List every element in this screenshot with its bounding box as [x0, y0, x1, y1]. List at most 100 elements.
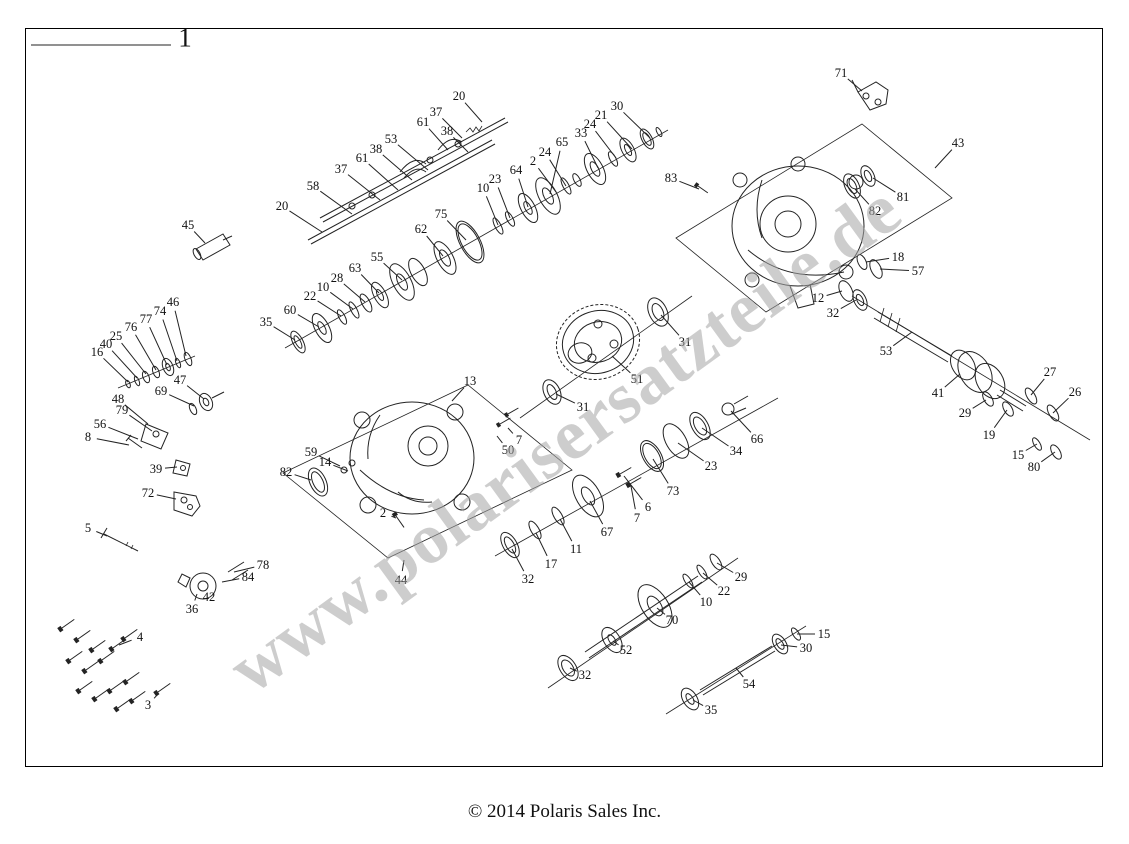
callout-label: 64: [509, 162, 523, 177]
callout-label: 35: [259, 314, 273, 329]
callout-label: 77: [139, 311, 153, 326]
callout-label: 29: [958, 405, 972, 420]
callout-label: 20: [452, 88, 466, 103]
callout-label: 52: [619, 642, 633, 657]
callout-label: 82: [279, 464, 293, 479]
callout-label: 37: [334, 161, 348, 176]
callout-label: 37: [429, 104, 443, 119]
callout-label: 35: [704, 702, 718, 717]
callout-label: 21: [594, 107, 608, 122]
callout-label: 19: [982, 427, 996, 442]
callout-label: 2: [379, 505, 387, 520]
diagram-border-frame: [25, 28, 1103, 767]
callout-label: 61: [416, 114, 430, 129]
callout-label: 76: [124, 319, 138, 334]
callout-label: 32: [826, 305, 840, 320]
callout-label: 48: [111, 391, 125, 406]
callout-label: 75: [434, 206, 448, 221]
callout-label: 10: [699, 594, 713, 609]
callout-label: 25: [109, 328, 123, 343]
callout-label: 11: [569, 541, 583, 556]
callout-label: 31: [678, 334, 692, 349]
callout-label: 57: [911, 263, 925, 278]
callout-label: 15: [817, 626, 831, 641]
callout-label: 38: [369, 141, 383, 156]
callout-label: 83: [664, 170, 678, 185]
callout-label: 8: [84, 429, 92, 444]
callout-label: 24: [538, 144, 552, 159]
callout-label: 59: [304, 444, 318, 459]
callout-label: 66: [750, 431, 764, 446]
callout-label: 42: [202, 589, 216, 604]
callout-label: 3: [144, 697, 152, 712]
callout-label: 17: [544, 556, 558, 571]
callout-label: 22: [303, 288, 317, 303]
callout-label: 38: [440, 123, 454, 138]
callout-label: 10: [316, 279, 330, 294]
callout-label: 45: [181, 217, 195, 232]
callout-label: 13: [463, 373, 477, 388]
callout-label: 84: [241, 569, 255, 584]
callout-label: 73: [666, 483, 680, 498]
callout-label: 7: [633, 510, 641, 525]
callout-label: 16: [90, 344, 104, 359]
callout-label: 36: [185, 601, 199, 616]
callout-label: 43: [951, 135, 965, 150]
callout-label: 81: [896, 189, 910, 204]
callout-label: 5: [84, 520, 92, 535]
callout-label: 4: [136, 629, 144, 644]
callout-label: 34: [729, 443, 743, 458]
callout-label: 71: [834, 65, 848, 80]
callout-label: 47: [173, 372, 187, 387]
callout-label: 23: [488, 171, 502, 186]
callout-label: 39: [149, 461, 163, 476]
callout-label: 56: [93, 416, 107, 431]
callout-label: 26: [1068, 384, 1082, 399]
callout-label: 41: [931, 385, 945, 400]
callout-label: 31: [576, 399, 590, 414]
callout-label: 12: [811, 290, 825, 305]
callout-label: 60: [283, 302, 297, 317]
callout-label: 50: [501, 442, 515, 457]
callout-label: 61: [355, 150, 369, 165]
callout-label: 33: [574, 125, 588, 140]
callout-label: 29: [734, 569, 748, 584]
callout-label: 24: [583, 116, 597, 131]
callout-label: 18: [891, 249, 905, 264]
callout-label: 58: [306, 178, 320, 193]
callout-label: 54: [742, 676, 756, 691]
callout-label: 63: [348, 260, 362, 275]
copyright-text: © 2014 Polaris Sales Inc.: [467, 801, 662, 822]
callout-label: 74: [153, 303, 167, 318]
callout-label: 15: [1011, 447, 1025, 462]
callout-label: 27: [1043, 364, 1057, 379]
callout-label: 80: [1027, 459, 1041, 474]
callout-label: 6: [644, 499, 652, 514]
callout-label: 32: [521, 571, 535, 586]
callout-label: 55: [370, 249, 384, 264]
callout-label: 2: [529, 153, 537, 168]
callout-label: 20: [275, 198, 289, 213]
callout-label: 14: [318, 454, 332, 469]
callout-label: 70: [665, 612, 679, 627]
callout-label: 30: [610, 98, 624, 113]
callout-label: 22: [717, 583, 731, 598]
callout-label: 69: [154, 383, 168, 398]
callout-label: 79: [115, 402, 129, 417]
callout-label: 82: [868, 203, 882, 218]
assembly-ref-label: 1: [178, 22, 192, 53]
callout-leader-lines: [96, 79, 1068, 706]
callout-label: 62: [414, 221, 428, 236]
callout-label: 28: [330, 270, 344, 285]
callout-label: 40: [99, 336, 113, 351]
callout-label: 23: [704, 458, 718, 473]
callout-label: 32: [578, 667, 592, 682]
callout-label: 7: [515, 432, 523, 447]
callout-label: 30: [799, 640, 813, 655]
callout-label: 72: [141, 485, 155, 500]
callout-label: 10: [476, 180, 490, 195]
callout-label: 78: [256, 557, 270, 572]
callout-label: 46: [166, 294, 180, 309]
callout-label: 53: [384, 131, 398, 146]
